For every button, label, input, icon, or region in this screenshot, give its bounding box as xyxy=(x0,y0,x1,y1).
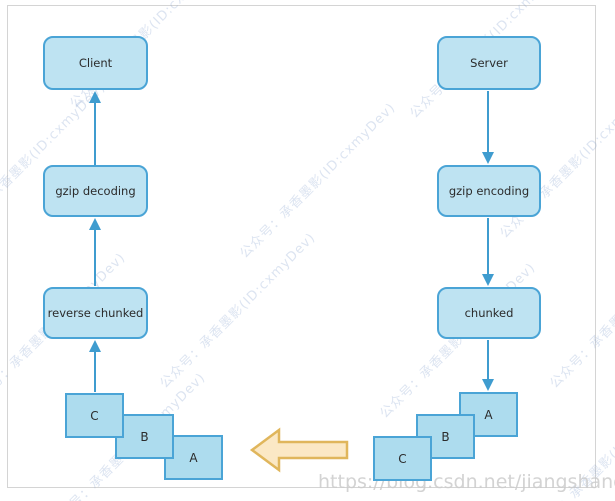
arrow-down-to-chunked-icon xyxy=(482,218,494,286)
stack-box-left-c: C xyxy=(65,393,124,438)
arrow-up-to-gzip-decoding-icon xyxy=(89,218,101,286)
node-server: Server xyxy=(437,36,541,90)
url-watermark: https://blog.csdn.net/jiangshangchunjiez… xyxy=(318,471,615,493)
stack-box-right-c: C xyxy=(373,436,432,481)
arrow-down-to-stack-icon xyxy=(482,340,494,391)
stack-box-left-b: B xyxy=(115,414,174,459)
node-reverse-chunked: reverse chunked xyxy=(43,287,148,339)
arrow-down-to-gzip-encoding-icon xyxy=(482,91,494,164)
node-client: Client xyxy=(43,36,148,90)
node-gzip-encoding: gzip encoding xyxy=(437,165,541,217)
node-gzip-decoding: gzip decoding xyxy=(43,165,148,217)
node-chunked: chunked xyxy=(437,287,541,339)
left-block-arrow-icon xyxy=(249,427,349,473)
arrow-up-to-reverse-chunked-icon xyxy=(89,340,101,392)
arrow-up-to-client-icon xyxy=(89,91,101,165)
